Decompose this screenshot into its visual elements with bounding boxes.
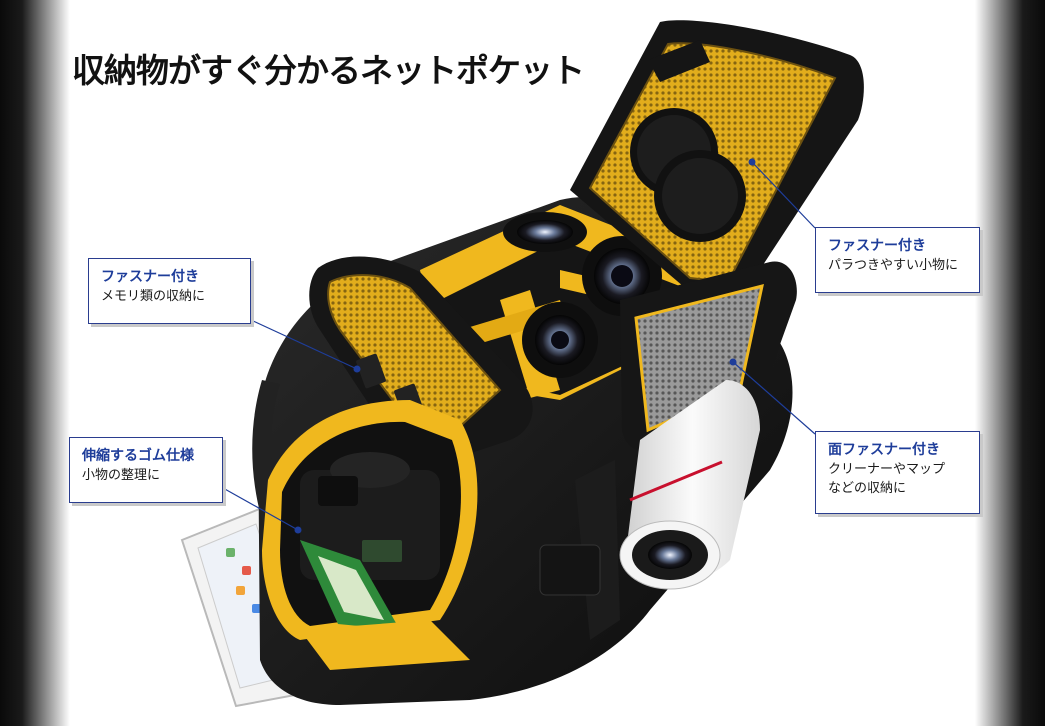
callout-velcro-pocket: 面ファスナー付き クリーナーやマップ などの収納に	[815, 431, 980, 514]
callout-zipper-pocket-lid: ファスナー付き パラつきやすい小物に	[815, 227, 980, 293]
lower-compartment	[262, 400, 478, 640]
lid-mesh-pocket	[570, 20, 864, 301]
callout-elastic-pocket: 伸縮するゴム仕様 小物の整理に	[69, 437, 223, 503]
page-title: 収納物がすぐ分かるネットポケット	[72, 51, 585, 90]
callout-text: クリーナーやマップ	[828, 462, 946, 477]
callout-title: 面ファスナー付き	[828, 442, 940, 458]
leader-dot	[748, 158, 756, 166]
callout-text: などの収納に	[828, 481, 907, 496]
bottom-pocket	[300, 620, 470, 670]
callout-text: パラつきやすい小物に	[828, 258, 959, 273]
white-telephoto-lens	[619, 380, 760, 590]
leader-dot	[353, 365, 361, 373]
callout-title: ファスナー付き	[828, 238, 926, 254]
leader-dot	[294, 526, 302, 534]
callout-title: 伸縮するゴム仕様	[82, 448, 194, 464]
callout-title: ファスナー付き	[101, 269, 199, 285]
leader-dot	[729, 358, 737, 366]
leader-dots	[294, 158, 756, 534]
callout-text: 小物の整理に	[82, 468, 161, 483]
callout-zipper-pocket-flap: ファスナー付き メモリ類の収納に	[88, 258, 251, 324]
callout-text: メモリ類の収納に	[101, 289, 206, 304]
leader-lines	[222, 161, 816, 531]
